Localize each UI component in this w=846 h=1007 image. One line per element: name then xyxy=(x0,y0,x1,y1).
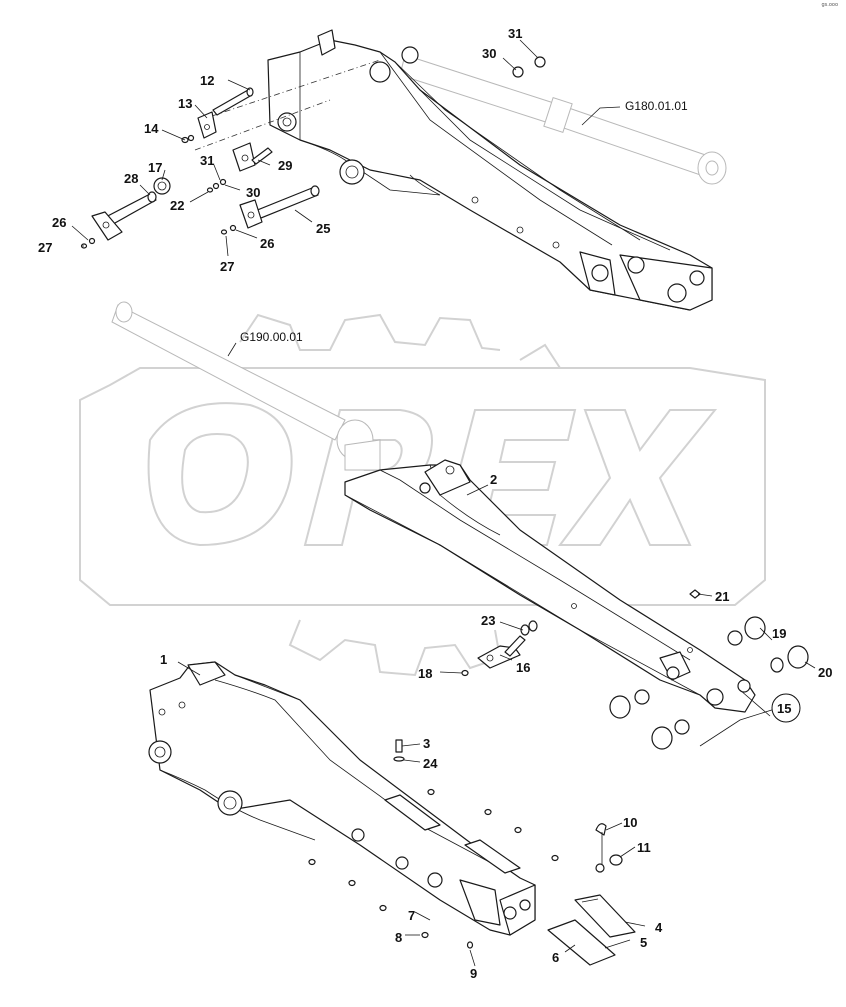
callout-29: 29 xyxy=(278,158,292,173)
callout-27a: 27 xyxy=(38,240,52,255)
callout-5: 5 xyxy=(640,935,647,950)
middle-parts-group xyxy=(461,589,809,750)
callout-21: 21 xyxy=(715,589,729,604)
callout-11: 11 xyxy=(637,840,651,855)
callout-23: 23 xyxy=(481,613,495,628)
callout-28: 28 xyxy=(124,171,138,186)
cylinder-g180 xyxy=(399,54,727,185)
callout-labels: 12 13 14 17 31 29 28 22 30 25 26 27 26 2… xyxy=(38,26,832,981)
assembly-ref-g180: G180.01.01 xyxy=(625,99,688,113)
corner-mark: gs.ooo xyxy=(821,2,838,8)
callout-16: 16 xyxy=(516,660,530,675)
callout-9: 9 xyxy=(470,966,477,981)
callout-6: 6 xyxy=(552,950,559,965)
callout-2: 2 xyxy=(490,472,497,487)
callout-31a: 31 xyxy=(200,153,214,168)
callout-26b: 26 xyxy=(260,236,274,251)
callout-10: 10 xyxy=(623,815,637,830)
leader-lines xyxy=(71,39,816,967)
callout-18: 18 xyxy=(418,666,432,681)
callout-17: 17 xyxy=(148,160,162,175)
callout-15-circle: 15 xyxy=(771,693,801,723)
callout-14: 14 xyxy=(144,121,159,136)
middle-arm-assembly xyxy=(111,301,756,713)
callout-3: 3 xyxy=(423,736,430,751)
bottom-parts-group xyxy=(308,739,636,966)
callout-15: 15 xyxy=(777,701,791,716)
callout-30a: 30 xyxy=(246,185,260,200)
callout-13: 13 xyxy=(178,96,192,111)
callout-1: 1 xyxy=(160,652,167,667)
callout-27b: 27 xyxy=(220,259,234,274)
callout-31b: 31 xyxy=(508,26,522,41)
callout-12: 12 xyxy=(200,73,214,88)
assembly-ref-g190: G190.00.01 xyxy=(240,330,303,344)
bottom-arm-assembly xyxy=(148,661,536,936)
callout-19: 19 xyxy=(772,626,786,641)
top-pins-group xyxy=(80,56,546,249)
watermark-logo xyxy=(79,313,766,677)
callout-30b: 30 xyxy=(482,46,496,61)
callout-26a: 26 xyxy=(52,215,66,230)
callout-4: 4 xyxy=(655,920,663,935)
cylinder-g190 xyxy=(111,301,381,471)
callout-20: 20 xyxy=(818,665,832,680)
callout-8: 8 xyxy=(395,930,402,945)
callout-22: 22 xyxy=(170,198,184,213)
callout-7: 7 xyxy=(408,908,415,923)
callout-25: 25 xyxy=(316,221,330,236)
callout-24: 24 xyxy=(423,756,438,771)
top-boom-assembly xyxy=(194,29,727,311)
